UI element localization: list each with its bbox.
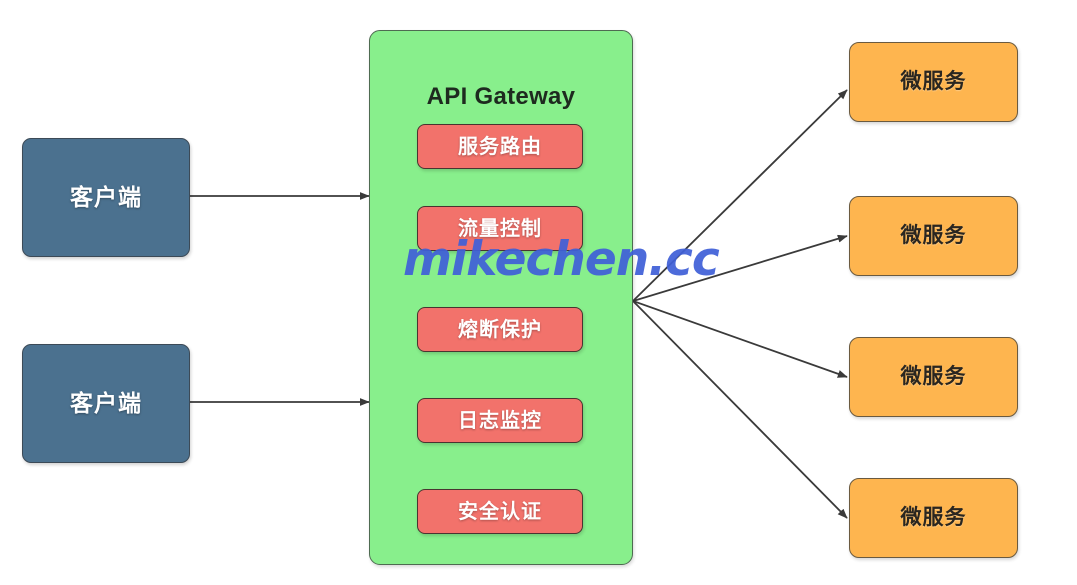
api-gateway-title: API Gateway — [426, 83, 576, 110]
gateway-feature-service-routing-label: 服务路由 — [458, 135, 542, 158]
client-node-1-label: 客户端 — [70, 183, 142, 210]
watermark: mikechen.cc — [403, 232, 720, 287]
microservice-node-3[interactable]: 微服务 — [849, 337, 1018, 417]
gateway-feature-circuit-breaker[interactable]: 熔断保护 — [417, 307, 583, 352]
arrow-gateway-to-microservice-3 — [632, 300, 848, 378]
gateway-feature-security-auth-label: 安全认证 — [458, 500, 542, 523]
gateway-feature-traffic-control[interactable]: 流量控制 — [417, 206, 583, 251]
gateway-feature-security-auth[interactable]: 安全认证 — [417, 489, 583, 534]
gateway-feature-log-monitoring[interactable]: 日志监控 — [417, 398, 583, 443]
gateway-feature-traffic-control-label: 流量控制 — [458, 217, 542, 240]
gateway-feature-service-routing[interactable]: 服务路由 — [417, 124, 583, 169]
client-node-2[interactable]: 客户端 — [22, 344, 190, 463]
gateway-feature-circuit-breaker-label: 熔断保护 — [458, 318, 542, 341]
api-gateway-panel[interactable]: API Gateway — [369, 30, 633, 565]
microservice-node-2[interactable]: 微服务 — [849, 196, 1018, 276]
client-node-2-label: 客户端 — [70, 389, 142, 416]
arrow-gateway-to-microservice-4 — [632, 300, 848, 519]
microservice-node-1[interactable]: 微服务 — [849, 42, 1018, 122]
microservice-node-4[interactable]: 微服务 — [849, 478, 1018, 558]
gateway-feature-log-monitoring-label: 日志监控 — [458, 409, 542, 432]
microservice-node-1-label: 微服务 — [900, 70, 967, 94]
microservice-node-2-label: 微服务 — [900, 224, 967, 248]
microservice-node-4-label: 微服务 — [900, 506, 967, 530]
microservice-node-3-label: 微服务 — [900, 365, 967, 389]
client-node-1[interactable]: 客户端 — [22, 138, 190, 257]
